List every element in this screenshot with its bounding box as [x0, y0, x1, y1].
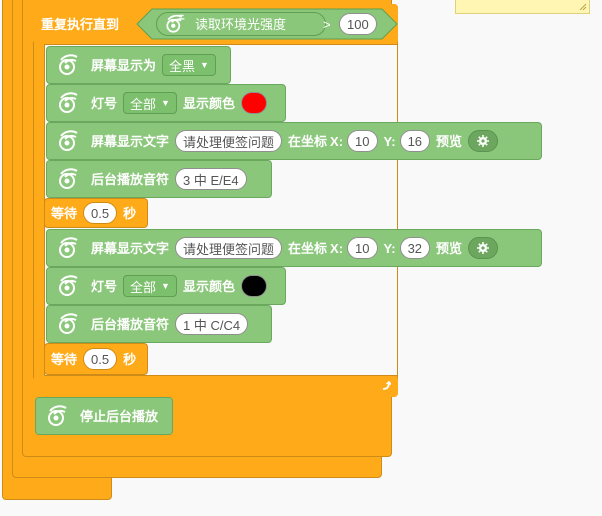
unit-label: 秒 [123, 205, 137, 221]
light-sensor-icon [59, 237, 78, 258]
resize-handle-icon[interactable] [579, 3, 587, 11]
at-label: 在坐标 [288, 240, 328, 256]
light-sensor-icon [59, 54, 78, 75]
block-label: 屏幕显示文字 [91, 240, 170, 256]
repeat-until-label: 重复执行直到 [41, 16, 120, 32]
block-label: 后台播放音符 [91, 171, 170, 187]
light-number-dropdown[interactable]: 全部 ▼ [123, 275, 177, 297]
loop-arrow-icon [382, 381, 391, 390]
note-input[interactable]: 3 中 E/E4 [175, 168, 247, 190]
operator-label: > [323, 17, 331, 32]
light-sensor-icon [59, 275, 78, 296]
sensor-reporter[interactable]: 读取环境光强度 [156, 12, 326, 36]
block-play-note[interactable]: 后台播放音符 3 中 E/E4 [46, 160, 272, 198]
block-label-2: 显示颜色 [182, 95, 235, 111]
block-label-2: 显示颜色 [182, 278, 235, 294]
block-light-color[interactable]: 灯号 全部 ▼ 显示颜色 [46, 84, 286, 122]
caret-down-icon: ▼ [200, 60, 209, 70]
preview-label: 预览 [436, 240, 463, 256]
color-swatch-red[interactable] [240, 92, 267, 114]
block-label: 灯号 [91, 278, 118, 294]
block-screen-display[interactable]: 屏幕显示为 全黑 ▼ [46, 46, 231, 84]
dropdown-value: 全部 [130, 96, 157, 112]
caret-down-icon: ▼ [161, 98, 170, 108]
light-sensor-icon [59, 313, 78, 334]
dropdown-value: 全部 [130, 279, 157, 295]
light-sensor-icon [166, 14, 185, 33]
repeat-until-header[interactable]: 重复执行直到 读取环境光强度 > 100 [33, 4, 398, 44]
y-input[interactable]: 32 [399, 237, 431, 259]
light-sensor-icon [59, 130, 78, 151]
block-light-color[interactable]: 灯号 全部 ▼ 显示颜色 [46, 267, 286, 305]
block-screen-text[interactable]: 屏幕显示文字 请处理便签问题 在坐标 X: 10 Y: 32 预览 [46, 229, 542, 267]
wait-input[interactable]: 0.5 [83, 348, 118, 370]
caret-down-icon: ▼ [161, 281, 170, 291]
x-input[interactable]: 10 [347, 130, 378, 152]
block-label: 停止后台播放 [80, 408, 159, 424]
y-label: Y: [383, 133, 396, 149]
repeat-until-footer[interactable] [33, 376, 398, 397]
light-number-dropdown[interactable]: 全部 ▼ [123, 92, 177, 114]
screen-mode-dropdown[interactable]: 全黑 ▼ [162, 54, 216, 76]
color-swatch-black[interactable] [240, 275, 267, 297]
dropdown-value: 全黑 [169, 58, 196, 74]
block-wait[interactable]: 等待 0.5 秒 [44, 198, 148, 228]
block-play-note[interactable]: 后台播放音符 1 中 C/C4 [46, 305, 272, 343]
text-input[interactable]: 请处理便签问题 [175, 130, 283, 152]
block-wait[interactable]: 等待 0.5 秒 [44, 343, 148, 375]
block-label: 等待 [51, 351, 78, 367]
y-input[interactable]: 16 [399, 130, 431, 152]
preview-label: 预览 [436, 133, 463, 149]
light-sensor-icon [48, 405, 67, 426]
at-label: 在坐标 [288, 133, 328, 149]
x-label: X: [330, 133, 344, 149]
note-input[interactable]: 1 中 C/C4 [175, 313, 249, 335]
block-label: 后台播放音符 [91, 316, 170, 332]
block-label: 屏幕显示文字 [91, 133, 170, 149]
block-screen-text[interactable]: 屏幕显示文字 请处理便签问题 在坐标 X: 10 Y: 16 预览 [46, 122, 542, 160]
light-sensor-icon [59, 92, 78, 113]
x-label: X: [330, 240, 344, 256]
block-label: 屏幕显示为 [91, 57, 157, 73]
gear-icon[interactable] [468, 237, 499, 259]
sticky-note[interactable] [455, 0, 590, 14]
light-sensor-icon [59, 168, 78, 189]
block-stop-playback[interactable]: 停止后台播放 [35, 397, 173, 435]
block-label: 等待 [51, 205, 78, 221]
unit-label: 秒 [123, 351, 137, 367]
block-label: 灯号 [91, 95, 118, 111]
threshold-input[interactable]: 100 [339, 13, 377, 35]
wait-input[interactable]: 0.5 [83, 202, 118, 224]
sensor-label: 读取环境光强度 [195, 16, 287, 32]
gear-icon[interactable] [468, 130, 499, 152]
x-input[interactable]: 10 [347, 237, 378, 259]
text-input[interactable]: 请处理便签问题 [175, 237, 283, 259]
y-label: Y: [383, 240, 396, 256]
